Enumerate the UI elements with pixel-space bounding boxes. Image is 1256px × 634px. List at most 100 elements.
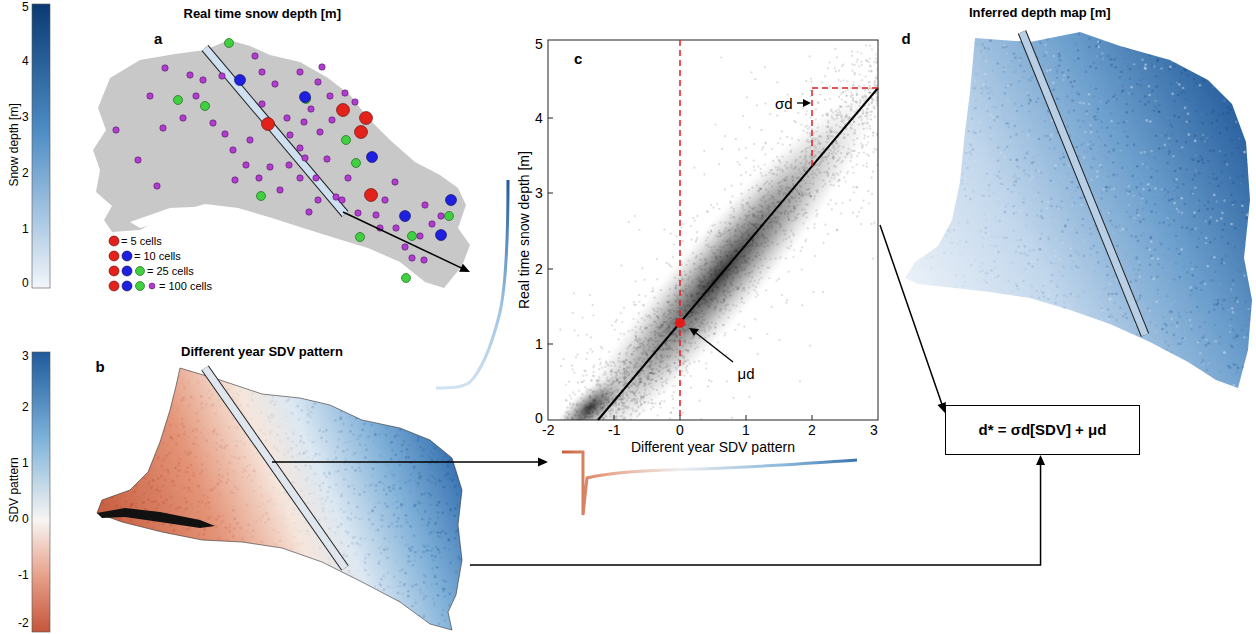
texture-dot: [275, 400, 278, 403]
texture-dot: [372, 625, 375, 628]
texture-dot: [441, 385, 444, 388]
texture-dot: [388, 605, 391, 608]
texture-dot: [243, 443, 246, 446]
texture-dot: [177, 434, 180, 437]
texture-dot: [371, 538, 374, 541]
texture-dot: [372, 627, 375, 630]
map-texture: [94, 364, 467, 634]
station-dot: [256, 175, 262, 181]
texture-dot: [145, 463, 148, 466]
texture-dot: [394, 624, 397, 627]
texture-dot: [292, 505, 295, 508]
texture-dot: [317, 584, 320, 587]
texture-dot: [396, 525, 399, 528]
texture-dot: [328, 562, 331, 565]
texture-dot: [263, 566, 266, 569]
texture-dot: [382, 548, 385, 551]
texture-dot: [427, 521, 430, 524]
texture-dot: [448, 604, 451, 607]
texture-dot: [100, 386, 103, 389]
texture-dot: [306, 406, 309, 409]
station-dot: [230, 147, 236, 153]
texture-dot: [151, 500, 154, 503]
texture-dot: [136, 387, 139, 390]
texture-dot: [162, 522, 165, 525]
texture-dot: [314, 473, 317, 476]
texture-dot: [257, 530, 260, 533]
texture-dot: [405, 427, 408, 430]
texture-dot: [121, 617, 124, 620]
texture-dot: [137, 400, 140, 403]
texture-dot: [379, 454, 382, 457]
station-dot: [308, 106, 314, 112]
texture-dot: [251, 478, 254, 481]
texture-dot: [242, 567, 245, 570]
texture-dot: [160, 543, 163, 546]
texture-dot: [330, 500, 333, 503]
texture-dot: [151, 617, 154, 620]
texture-dot: [162, 567, 165, 570]
texture-dot: [162, 485, 165, 488]
texture-dot: [153, 454, 156, 457]
texture-dot: [100, 559, 103, 562]
texture-dot: [139, 457, 142, 460]
station-dot: [297, 69, 303, 75]
texture-dot: [398, 397, 401, 400]
texture-dot: [243, 605, 246, 608]
texture-dot: [436, 531, 439, 534]
texture-dot: [212, 442, 215, 445]
texture-dot: [332, 459, 335, 462]
texture-dot: [305, 601, 308, 604]
texture-dot: [133, 546, 136, 549]
texture-dot: [230, 585, 233, 588]
texture-dot: [274, 565, 277, 568]
texture-dot: [354, 469, 357, 472]
station-dot: [317, 129, 323, 135]
texture-dot: [286, 420, 289, 423]
texture-dot: [341, 616, 344, 619]
texture-dot: [179, 458, 182, 461]
texture-dot: [158, 611, 161, 614]
texture-dot: [314, 483, 317, 486]
texture-dot: [228, 530, 231, 533]
texture-dot: [175, 508, 178, 511]
texture-dot: [337, 606, 340, 609]
texture-dot: [258, 569, 261, 572]
texture-dot: [323, 382, 326, 385]
texture-dot: [367, 586, 370, 589]
texture-dot: [282, 503, 285, 506]
texture-dot: [169, 424, 172, 427]
texture-dot: [182, 378, 185, 381]
texture-dot: [206, 552, 209, 555]
texture-dot: [422, 551, 425, 554]
texture-dot: [460, 614, 463, 617]
texture-dot: [381, 383, 384, 386]
texture-dot: [128, 439, 131, 442]
texture-dot: [287, 562, 290, 565]
texture-dot: [218, 434, 221, 437]
texture-dot: [115, 505, 118, 508]
texture-dot: [378, 481, 381, 484]
texture-dot: [216, 461, 219, 464]
texture-dot: [349, 430, 352, 433]
texture-dot: [304, 521, 307, 524]
texture-dot: [147, 621, 150, 624]
texture-dot: [128, 579, 131, 582]
texture-dot: [212, 446, 215, 449]
texture-dot: [386, 416, 389, 419]
texture-dot: [274, 604, 277, 607]
texture-dot: [98, 484, 101, 487]
texture-dot: [189, 426, 192, 429]
texture-dot: [367, 436, 370, 439]
texture-dot: [274, 577, 277, 580]
texture-dot: [285, 415, 288, 418]
texture-dot: [437, 594, 440, 597]
texture-dot: [326, 434, 329, 437]
station-dot: [160, 125, 166, 131]
texture-dot: [161, 586, 164, 589]
texture-dot: [135, 628, 138, 631]
texture-dot: [312, 502, 315, 505]
texture-dot: [431, 445, 434, 448]
texture-dot: [356, 605, 359, 608]
texture-dot: [400, 503, 403, 506]
